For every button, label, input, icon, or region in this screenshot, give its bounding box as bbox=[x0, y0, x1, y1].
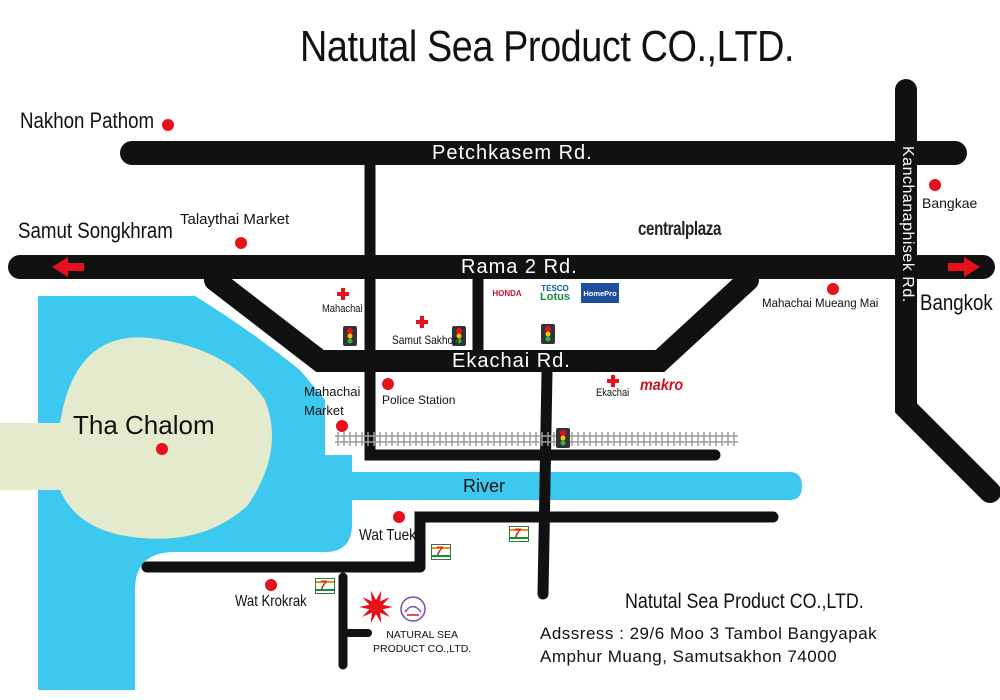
railway bbox=[335, 432, 738, 446]
seven-eleven-icon: 7 bbox=[431, 544, 451, 560]
road-wat-tuek bbox=[414, 511, 779, 573]
road-label-ekachai: Ekachai Rd. bbox=[452, 350, 571, 372]
seven-eleven-icon: 7 bbox=[509, 526, 529, 542]
brand-homepro-logo: HomePro bbox=[581, 283, 619, 303]
traffic-light-icons bbox=[343, 324, 570, 448]
factory-label: NATURAL SEA PRODUCT CO.,LTD. bbox=[373, 629, 472, 655]
homepro-label: HomePro bbox=[583, 288, 617, 298]
road-label-rama2: Rama 2 Rd. bbox=[461, 256, 578, 278]
location-markers bbox=[156, 119, 941, 591]
company-address-line2: Amphur Muang, Samutsakhon 74000 bbox=[540, 647, 838, 666]
hospital-icon bbox=[416, 316, 428, 328]
brand-makro: makro bbox=[640, 377, 684, 394]
river-label: River bbox=[463, 476, 506, 496]
kanchanaphisek-road bbox=[895, 79, 1000, 503]
road-network bbox=[8, 79, 1000, 670]
ekachai-road bbox=[204, 269, 759, 372]
marker-tha-chalom bbox=[156, 443, 168, 455]
road-label-petchkasem: Petchkasem Rd. bbox=[432, 142, 593, 164]
tesco-label: TESCO bbox=[541, 284, 569, 293]
hospital-icon bbox=[607, 375, 619, 387]
seven-eleven-label: 7 bbox=[320, 578, 327, 592]
marker-talaythai-market bbox=[235, 237, 247, 249]
brand-honda-logo: HONDA bbox=[491, 283, 523, 303]
hospital-icons bbox=[337, 288, 619, 387]
connector-road-west bbox=[364, 159, 721, 461]
place-mahachai-hospital: Mahachai bbox=[322, 303, 363, 315]
place-nakhon-pathom: Nakhon Pathom bbox=[20, 108, 155, 133]
marker-mahachai-market bbox=[336, 420, 348, 432]
place-samut-songkhram: Samut Songkhram bbox=[18, 218, 173, 243]
marker-police-station bbox=[382, 378, 394, 390]
place-police-station: Police Station bbox=[382, 393, 456, 407]
traffic-light-icon bbox=[452, 326, 466, 346]
place-bangkae: Bangkae bbox=[922, 195, 978, 211]
marker-wat-tuek bbox=[393, 511, 405, 523]
company-name: Natutal Sea Product CO.,LTD. bbox=[625, 590, 864, 613]
marker-mahachai-mueang-mai bbox=[827, 283, 839, 295]
place-mahachai-mueang-mai: Mahachai Mueang Mai bbox=[762, 298, 879, 310]
place-bangkok: Bangkok bbox=[920, 290, 993, 315]
arrow-right-icon bbox=[948, 257, 980, 277]
traffic-light-icon bbox=[556, 428, 570, 448]
factory-starburst-icon bbox=[359, 590, 393, 624]
place-wat-tuek: Wat Tuek bbox=[359, 527, 416, 544]
traffic-light-icon bbox=[343, 326, 357, 346]
place-samut-sakhon-hospital: Samut Sakhon bbox=[392, 333, 459, 347]
honda-label: HONDA bbox=[492, 288, 522, 298]
brand-tesco-lotus-logo: TESCO Lotus bbox=[533, 283, 577, 303]
arrow-left-icon bbox=[52, 257, 84, 277]
seven-eleven-icon: 7 bbox=[315, 578, 335, 594]
lotus-label: Lotus bbox=[540, 291, 570, 303]
traffic-light-icon bbox=[541, 324, 555, 344]
brand-central-plaza: centralplaza bbox=[638, 219, 722, 240]
place-tha-chalom: Tha Chalom bbox=[73, 410, 215, 440]
connector-road-east bbox=[537, 366, 553, 600]
marker-wat-krokrak bbox=[265, 579, 277, 591]
marker-bangkae bbox=[929, 179, 941, 191]
place-ekachai-hospital: Ekachai bbox=[596, 387, 630, 399]
tha-chalom-land bbox=[0, 337, 273, 539]
place-wat-krokrak: Wat Krokrak bbox=[235, 593, 307, 610]
hospital-icon bbox=[337, 288, 349, 300]
company-emblem-icon bbox=[400, 596, 426, 622]
seven-eleven-label: 7 bbox=[436, 544, 443, 558]
place-talaythai-market: Talaythai Market bbox=[180, 211, 290, 228]
marker-nakhon-pathom bbox=[162, 119, 174, 131]
page-title: Natutal Sea Product CO.,LTD. bbox=[300, 22, 795, 71]
company-address-line1: Adssress : 29/6 Moo 3 Tambol Bangyapak bbox=[540, 624, 878, 643]
seven-eleven-label: 7 bbox=[514, 526, 521, 540]
place-mahachai-market: Mahachai Market bbox=[304, 384, 361, 418]
